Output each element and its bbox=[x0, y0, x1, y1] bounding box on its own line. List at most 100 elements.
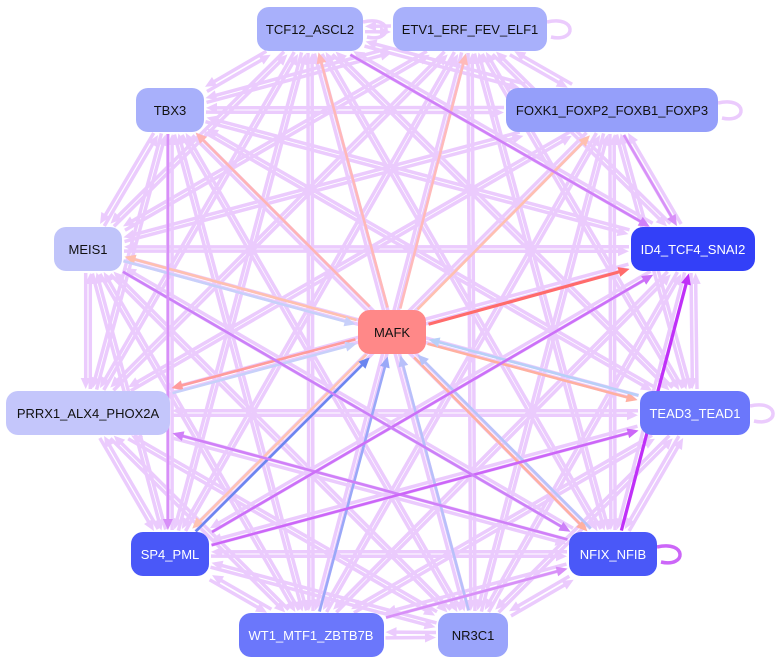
edge-line bbox=[134, 130, 571, 385]
arrowhead-icon bbox=[624, 516, 635, 529]
arrowhead-icon bbox=[626, 410, 638, 421]
arrowhead-icon bbox=[205, 90, 218, 101]
arrowhead-icon bbox=[157, 134, 168, 147]
edge-line bbox=[127, 437, 429, 614]
edge-line bbox=[612, 141, 617, 530]
edge-line bbox=[385, 569, 561, 619]
arrowhead-icon bbox=[124, 241, 136, 252]
mesh-edge bbox=[210, 551, 567, 562]
mesh-edge bbox=[210, 424, 638, 543]
mesh-edge bbox=[94, 134, 168, 390]
arrowhead-icon bbox=[678, 377, 689, 390]
arrowhead-icon bbox=[113, 435, 126, 447]
mesh-edge bbox=[325, 134, 601, 613]
arrowhead-icon bbox=[153, 518, 164, 531]
arrowhead-icon bbox=[123, 216, 136, 227]
mesh-edge bbox=[124, 54, 430, 232]
node-nfix-nfib[interactable]: NFIX_NFIB bbox=[569, 532, 657, 576]
node-foxk1-foxp2-foxb1-foxp3[interactable]: FOXK1_FOXP2_FOXB1_FOXP3 bbox=[506, 88, 718, 132]
arrowhead-icon bbox=[618, 133, 629, 146]
arrowhead-icon bbox=[655, 215, 667, 227]
arrowhead-icon bbox=[380, 356, 390, 369]
node-prrx1-alx4-phox2a[interactable]: PRRX1_ALX4_PHOX2A bbox=[6, 391, 170, 435]
node-nr3c1[interactable]: NR3C1 bbox=[438, 613, 508, 657]
edge-line bbox=[428, 269, 623, 326]
node-label: WT1_MTF1_ZBTB7B bbox=[248, 627, 374, 643]
edge-meis1-to-nfix_nfib bbox=[122, 270, 571, 532]
mesh-edge bbox=[514, 51, 573, 86]
arrowhead-icon bbox=[458, 53, 469, 66]
mesh-edge bbox=[180, 134, 458, 612]
edge-line bbox=[211, 277, 647, 534]
arrowhead-icon bbox=[467, 52, 478, 65]
edge-line bbox=[102, 132, 156, 218]
node-sp4-pml[interactable]: SP4_PML bbox=[131, 532, 209, 576]
arrowhead-icon bbox=[495, 598, 507, 610]
edge-prrx1_alx4_phox2a-to-mafk bbox=[172, 341, 357, 395]
arrowhead-icon bbox=[113, 271, 125, 283]
edge-line bbox=[392, 562, 567, 613]
arrowhead-icon bbox=[365, 21, 377, 32]
node-label: TCF12_ASCL2 bbox=[265, 21, 355, 37]
node-tcf12-ascl2[interactable]: TCF12_ASCL2 bbox=[257, 7, 363, 51]
edge-line bbox=[349, 53, 644, 224]
node-meis1[interactable]: MEIS1 bbox=[54, 227, 122, 271]
edge-line bbox=[413, 356, 583, 527]
arrowhead-icon bbox=[640, 380, 653, 391]
arrowhead-icon bbox=[211, 560, 224, 571]
arrowhead-icon bbox=[144, 518, 154, 532]
edge-line bbox=[94, 141, 166, 390]
edge-line bbox=[416, 140, 586, 311]
mesh-edge bbox=[628, 132, 683, 225]
node-id4-tcf4-snai2[interactable]: ID4_TCF4_SNAI2 bbox=[631, 227, 755, 271]
arrowhead-icon bbox=[384, 604, 397, 615]
self-loop-edge bbox=[546, 19, 572, 40]
mesh-edge bbox=[206, 128, 656, 389]
edge-line bbox=[204, 131, 647, 389]
arrowhead-icon bbox=[335, 51, 347, 63]
arrowhead-icon bbox=[507, 80, 520, 90]
node-wt1-mtf1-zbtb7b[interactable]: WT1_MTF1_ZBTB7B bbox=[238, 613, 384, 657]
arrowhead-icon bbox=[124, 254, 137, 265]
arrowhead-icon bbox=[641, 274, 654, 285]
mesh-edge bbox=[690, 272, 701, 389]
mesh-edge bbox=[124, 241, 630, 252]
node-mafk[interactable]: MAFK bbox=[358, 310, 426, 354]
node-label: MEIS1 bbox=[68, 241, 108, 257]
arrowhead-icon bbox=[456, 599, 467, 612]
edge-line bbox=[217, 424, 638, 541]
mesh-edge bbox=[687, 273, 698, 390]
arrowhead-icon bbox=[424, 632, 436, 643]
node-label: ETV1_ERF_FEV_ELF1 bbox=[401, 21, 539, 37]
edge-foxk1_foxp2_foxb1_foxp3-to-id4_tcf4_snai2 bbox=[622, 134, 677, 227]
mesh-edge bbox=[205, 46, 391, 101]
node-tbx3[interactable]: TBX3 bbox=[136, 88, 204, 132]
arrowhead-icon bbox=[484, 597, 495, 611]
edge-meis1-to-mafk bbox=[123, 259, 356, 327]
arrowhead-icon bbox=[555, 551, 567, 562]
edge-line bbox=[357, 433, 653, 607]
node-label: NR3C1 bbox=[451, 627, 495, 643]
edge-mafk-to-etv1_erf_fev_elf1 bbox=[399, 53, 469, 309]
arrowhead-icon bbox=[428, 337, 441, 348]
arrowhead-icon bbox=[171, 380, 184, 391]
edge-mafk-to-tead3_tead1 bbox=[427, 342, 638, 403]
edge-line bbox=[213, 117, 630, 232]
mesh-edge bbox=[509, 53, 568, 88]
arrowhead-icon bbox=[667, 213, 677, 227]
edge-line bbox=[178, 140, 309, 611]
mesh-edge bbox=[98, 437, 154, 532]
self-loop-edge bbox=[656, 544, 682, 565]
arrowhead-icon bbox=[125, 268, 138, 278]
arrowhead-icon bbox=[294, 599, 305, 612]
edge-line bbox=[171, 436, 560, 544]
mesh-edge bbox=[510, 579, 574, 618]
edge-line bbox=[401, 362, 470, 611]
mesh-edge bbox=[172, 405, 639, 416]
arrowhead-icon bbox=[94, 272, 105, 285]
node-tead3-tead1[interactable]: TEAD3_TEAD1 bbox=[640, 391, 750, 435]
node-etv1-erf-fev-elf1[interactable]: ETV1_ERF_FEV_ELF1 bbox=[393, 7, 547, 51]
self-loop-edge bbox=[362, 19, 388, 40]
arrowhead-icon bbox=[110, 212, 122, 224]
edge-mafk-to-nfix_nfib bbox=[413, 356, 588, 532]
